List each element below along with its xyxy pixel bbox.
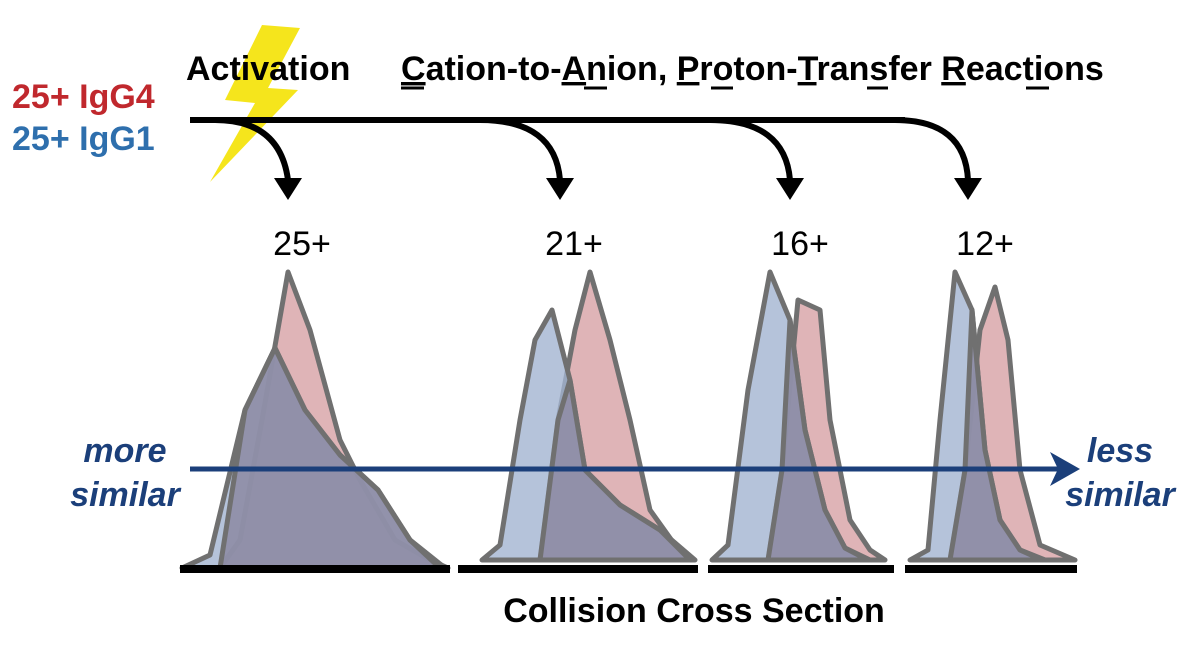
reaction-part-5: eactions: [966, 50, 1104, 88]
arrowhead-icon: [954, 178, 982, 200]
peaks-25plus: [179, 269, 451, 571]
reaction-title: Cation-to-Anion, Proton-Transfer Reactio…: [401, 50, 1104, 88]
reaction-part-3: roton-: [699, 50, 797, 88]
reaction-letter-c: C: [401, 50, 426, 88]
more-similar-line-1: more: [83, 432, 166, 470]
curved-arrow-icon: [709, 117, 793, 181]
peaks-16plus: [709, 269, 888, 563]
reaction-letter-a: A: [562, 50, 587, 88]
arrowhead-icon: [546, 178, 574, 200]
charge-label-16: 16+: [771, 225, 829, 263]
less-similar-line-1: less: [1087, 432, 1153, 470]
baseline-bar: [180, 565, 450, 573]
similarity-arrowhead-icon: [1050, 452, 1080, 486]
arrow-heads: [274, 178, 982, 200]
arrowhead-icon: [274, 178, 302, 200]
reaction-letter-t: T: [798, 50, 819, 88]
x-axis-label: Collision Cross Section: [503, 592, 885, 630]
peaks-21plus: [479, 269, 698, 563]
overlap-region: [537, 377, 693, 563]
charge-label-12: 12+: [956, 225, 1014, 263]
arrowhead-icon: [776, 178, 804, 200]
less-similar-line-2: similar: [1065, 476, 1176, 514]
reaction-part-2: nion,: [586, 50, 677, 88]
baseline-bars: [180, 565, 1077, 573]
lightning-bolt-icon: [210, 25, 300, 182]
baseline-bar: [458, 565, 698, 573]
curved-arrow-icon: [894, 117, 971, 181]
curved-arrow-icon: [214, 117, 291, 181]
legend-igg4-label: 25+ IgG4: [12, 78, 155, 116]
charge-label-21: 21+: [545, 225, 603, 263]
overlap-region: [947, 307, 1045, 563]
legend-igg1-label: 25+ IgG1: [12, 120, 155, 158]
reaction-letter-p: P: [677, 50, 700, 88]
reaction-part-4: ransfer: [817, 50, 942, 88]
peaks-12plus: [907, 269, 1078, 563]
curved-arrow-icon: [479, 117, 563, 181]
reaction-letter-r: R: [941, 50, 966, 88]
charge-label-25: 25+: [273, 225, 331, 263]
activation-label: Activation: [186, 50, 350, 88]
reaction-part-1: ation-to-: [426, 50, 562, 88]
baseline-bar: [708, 565, 894, 573]
curved-arrows: [214, 117, 971, 181]
overlap-region: [217, 345, 443, 571]
baseline-bar: [905, 565, 1077, 573]
more-similar-line-2: similar: [70, 476, 181, 514]
